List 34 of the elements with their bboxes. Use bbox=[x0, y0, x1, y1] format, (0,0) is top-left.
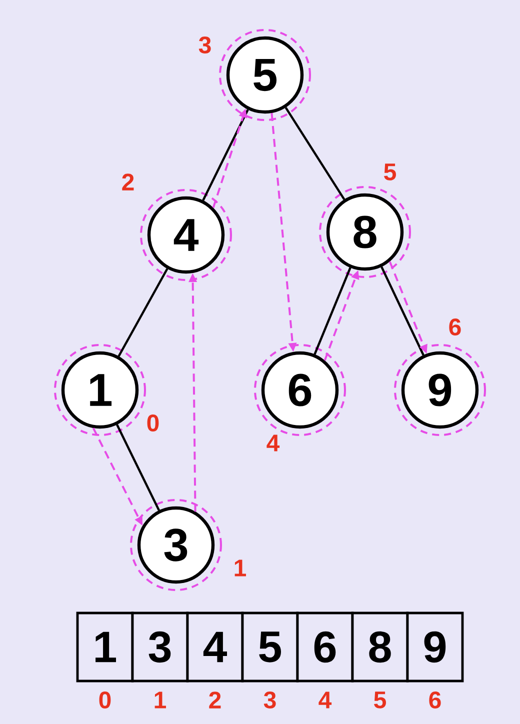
tree-node: 5 bbox=[219, 29, 311, 122]
tree-node: 8 bbox=[319, 186, 411, 278]
tree-edge bbox=[118, 268, 168, 357]
index-label: 2 bbox=[209, 692, 221, 708]
array-cell: 1 bbox=[76, 612, 134, 682]
index-label: 2 bbox=[122, 174, 134, 190]
index-label: 1 bbox=[154, 692, 166, 708]
index-label: 4 bbox=[318, 692, 332, 708]
index-label: 6 bbox=[449, 318, 461, 336]
tree-edge bbox=[202, 109, 249, 201]
tree-node: 9 bbox=[394, 344, 486, 436]
index-label: 5 bbox=[374, 692, 386, 708]
tree-node: 4 bbox=[140, 189, 232, 281]
tree-edge bbox=[314, 267, 352, 355]
index-label: 3 bbox=[264, 692, 276, 708]
tree-node: 1 bbox=[54, 344, 146, 436]
array-cell: 3 bbox=[131, 612, 189, 682]
array-cell: 4 bbox=[186, 612, 244, 682]
tree-node: 6 bbox=[254, 344, 346, 436]
index-label: 4 bbox=[266, 434, 280, 452]
array-cell: 9 bbox=[406, 612, 464, 682]
index-label: 6 bbox=[429, 692, 441, 708]
tree-edge bbox=[380, 266, 424, 356]
index-label: 3 bbox=[198, 36, 211, 54]
index-label: 5 bbox=[384, 164, 396, 180]
tree-node: 3 bbox=[130, 499, 222, 591]
index-label: 1 bbox=[234, 560, 246, 576]
array-cell: 8 bbox=[351, 612, 409, 682]
array-cell: 6 bbox=[296, 612, 354, 682]
index-label: 0 bbox=[99, 692, 111, 708]
index-label: 0 bbox=[147, 414, 159, 432]
array-cell: 5 bbox=[241, 612, 299, 682]
tree-edge bbox=[284, 106, 346, 200]
tree-edge bbox=[116, 424, 160, 511]
